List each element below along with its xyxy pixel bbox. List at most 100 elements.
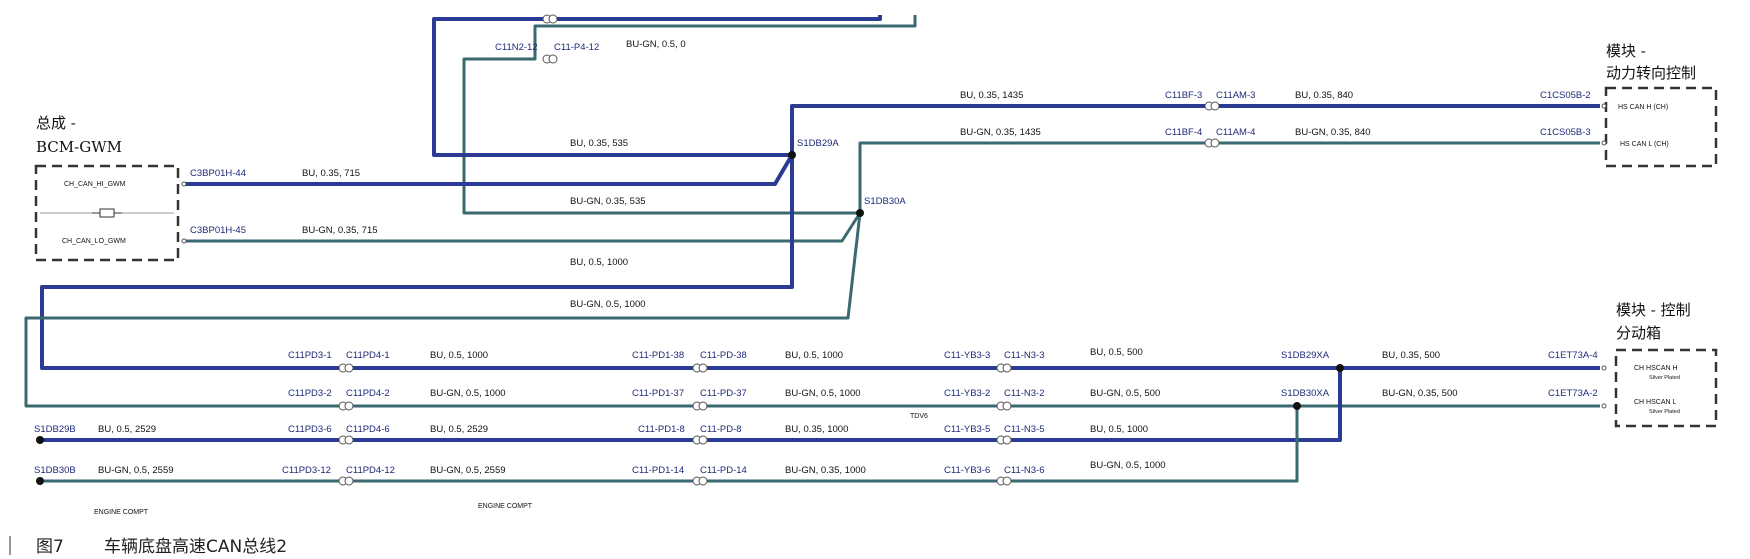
conn-label: C11-PD1-8	[638, 424, 685, 435]
wire-label: BU, 0.35, 715	[302, 168, 360, 179]
wire-label: BU-GN, 0.35, 1435	[960, 127, 1041, 138]
wire-label: BU-GN, 0.35, 500	[1382, 388, 1458, 399]
conn-label: C11AM-4	[1216, 127, 1255, 138]
tc-box	[1614, 348, 1718, 428]
wire-label: BU, 0.35, 535	[570, 138, 628, 149]
figure-title: 车辆底盘高速CAN总线2	[104, 537, 287, 557]
connector-icon	[692, 476, 708, 486]
pin-icon	[1601, 103, 1607, 109]
wire-bu-gn-bcm	[185, 212, 862, 243]
wire-bu-trunk	[40, 155, 1600, 370]
splice-s1db30a	[856, 209, 864, 217]
ps-box	[1604, 86, 1718, 168]
engine-compt-note: ENGINE COMPT	[478, 503, 533, 510]
connector-icon	[692, 435, 708, 445]
wire-label: BU-GN, 0.35, 840	[1295, 127, 1371, 138]
ps-pin-h: HS CAN H (CH)	[1618, 104, 1668, 111]
wire-label: BU, 0.5, 1000	[430, 350, 488, 361]
connector-icon	[996, 401, 1012, 411]
conn-label: C1ET73A-2	[1548, 388, 1598, 399]
conn-label: C11PD4-2	[346, 388, 390, 399]
conn-label: C11-YB3-2	[944, 388, 990, 399]
wire-bu-gn-trunk	[24, 212, 1600, 408]
pin-icon	[181, 181, 187, 187]
conn-label: C11-N3-5	[1004, 424, 1044, 435]
wire-bu-line3	[40, 368, 1342, 442]
splice-label: S1DB30A	[864, 196, 906, 207]
connector-icon	[338, 476, 354, 486]
connector-icon	[1204, 138, 1220, 148]
wire-label: BU-GN, 0.35, 715	[302, 225, 378, 236]
transfer-case-module: 模块 - 控制 分动箱 CH HSCAN H Silver Plated CH …	[1601, 301, 1718, 428]
connector-icon	[338, 363, 354, 373]
wire-label: BU-GN, 0.5, 0	[626, 39, 686, 50]
conn-label: C1ET73A-4	[1548, 350, 1598, 361]
pin-icon	[1601, 140, 1607, 146]
connector-icon	[692, 363, 708, 373]
tc-pin-l: CH HSCAN L	[1634, 399, 1677, 406]
pin-icon	[1601, 403, 1607, 409]
tc-pin-h-sub: Silver Plated	[1649, 375, 1680, 381]
wire-label: BU-GN, 0.5, 1000	[1090, 460, 1166, 471]
bcm-title-en: BCM-GWM	[36, 138, 122, 156]
conn-label: C1CS05B-3	[1540, 127, 1591, 138]
splice-label: S1DB29XA	[1281, 350, 1330, 361]
wire-label: BU, 0.5, 1000	[1090, 424, 1148, 435]
conn-label: C11-PD-37	[700, 388, 747, 399]
splice-s1db30xa	[1293, 402, 1301, 410]
wire-label: BU-GN, 0.5, 1000	[785, 388, 861, 399]
conn-label: C11-N3-2	[1004, 388, 1044, 399]
wire-label: BU-GN, 0.35, 1000	[785, 465, 866, 476]
pin-icon	[1601, 365, 1607, 371]
conn-label: C11-PD-8	[700, 424, 742, 435]
wire-label: BU-GN, 0.5, 2559	[98, 465, 174, 476]
conn-label: C11AM-3	[1216, 90, 1255, 101]
bcm-pin-hi: CH_CAN_HI_GWM	[64, 181, 126, 188]
engine-compt-note: ENGINE COMPT	[94, 509, 149, 516]
conn-label: C11PD3-12	[282, 465, 331, 476]
tc-title-2: 分动箱	[1616, 324, 1661, 342]
connector-icon	[692, 401, 708, 411]
ps-pin-l: HS CAN L (CH)	[1620, 141, 1669, 148]
connector-icon	[1204, 101, 1220, 111]
splice-s1db29b	[36, 436, 44, 444]
wire-label: BU, 0.5, 1000	[785, 350, 843, 361]
conn-label: C11PD3-6	[288, 424, 332, 435]
conn-label: C3BP01H-44	[190, 168, 246, 179]
tc-title-1: 模块 - 控制	[1616, 301, 1691, 319]
wire-bu-ps	[790, 104, 1600, 155]
conn-label: C3BP01H-45	[190, 225, 246, 236]
ps-title-2: 动力转向控制	[1606, 64, 1696, 82]
ps-title-1: 模块 -	[1606, 42, 1646, 60]
conn-label: C11-PD1-38	[632, 350, 684, 361]
wire-bu-top-loop	[432, 15, 882, 157]
wire-bu-gn-ps	[858, 141, 1600, 213]
conn-label: C11-N3-6	[1004, 465, 1044, 476]
splice-s1db29xa	[1336, 364, 1344, 372]
splice-s1db30b	[36, 477, 44, 485]
tdv6-note: TDV6	[910, 413, 928, 420]
splice-label: S1DB29B	[34, 424, 76, 435]
conn-label: C11PD3-2	[288, 388, 332, 399]
connector-icon	[996, 363, 1012, 373]
splice-label: S1DB29A	[797, 138, 839, 149]
wire-bu-bcm	[185, 153, 794, 186]
tc-pin-h: CH HSCAN H	[1634, 365, 1678, 372]
pin-icon	[181, 238, 187, 244]
conn-label: C11-PD-38	[700, 350, 747, 361]
splice-s1db29a	[788, 151, 796, 159]
splice-label: S1DB30B	[34, 465, 76, 476]
conn-label: C11BF-3	[1165, 90, 1202, 101]
splice-points	[36, 151, 1344, 485]
wire-bundle	[24, 15, 1600, 483]
bcm-pin-lo: CH_CAN_LO_GWM	[62, 238, 126, 245]
connector-icon	[996, 435, 1012, 445]
conn-label: C11PD4-12	[346, 465, 395, 476]
conn-label: C11-YB3-6	[944, 465, 990, 476]
conn-label: C11-PD1-37	[632, 388, 684, 399]
wire-label: BU, 0.5, 2529	[430, 424, 488, 435]
wire-label: BU-GN, 0.5, 1000	[430, 388, 506, 399]
wire-bu-gn-line4	[40, 406, 1299, 483]
